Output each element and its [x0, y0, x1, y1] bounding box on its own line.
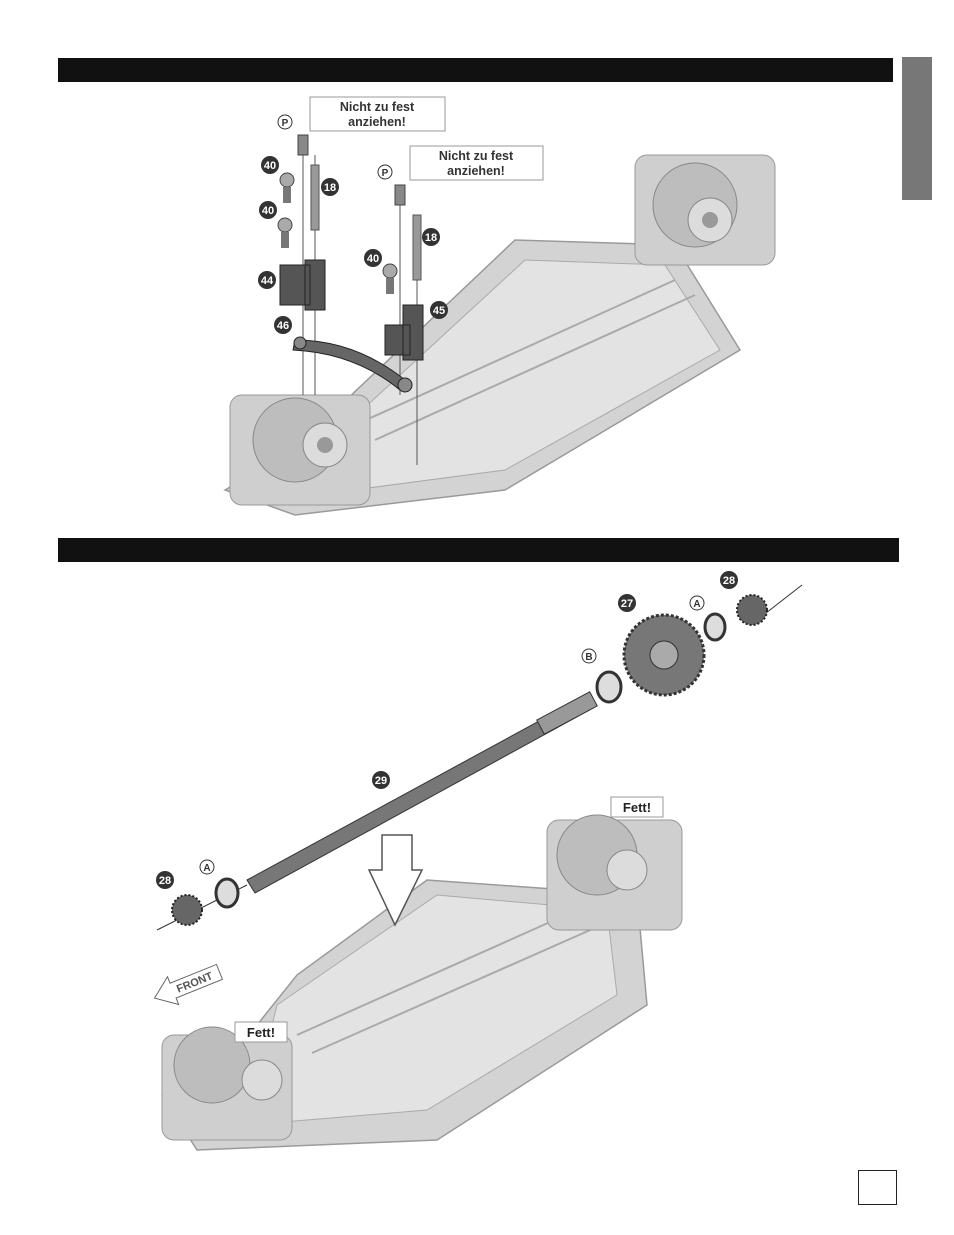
badge-29: 29 [372, 771, 390, 789]
page-number-box [858, 1170, 897, 1205]
section-header-bar-1 [58, 58, 893, 82]
ball-stud-1 [280, 173, 294, 187]
bearing-b [597, 672, 621, 702]
callout-1-line-2: anziehen! [348, 115, 406, 129]
svg-text:28: 28 [159, 875, 171, 887]
badge-45: 45 [430, 301, 448, 319]
badge-a-front: A [200, 860, 214, 874]
svg-text:P: P [282, 118, 289, 129]
ball-stud-2 [278, 218, 292, 232]
step2-drawing: 28 27 A B 29 A 28 Fett! Fett! FRONT [137, 565, 817, 1155]
section-header-bar-2 [58, 538, 899, 562]
post-18-right [413, 215, 421, 280]
badge-44: 44 [258, 271, 276, 289]
screw-p-left [298, 135, 308, 155]
badge-40-3: 40 [364, 249, 382, 267]
badge-18-1: 18 [321, 178, 339, 196]
svg-text:40: 40 [367, 253, 379, 265]
spur-gear-27 [624, 615, 704, 695]
badge-a-rear: A [690, 596, 704, 610]
svg-text:46: 46 [277, 320, 289, 332]
steering-post-44 [280, 260, 325, 310]
badge-28-front: 28 [156, 871, 174, 889]
svg-text:29: 29 [375, 775, 387, 787]
front-gearbox [230, 395, 370, 505]
svg-text:18: 18 [425, 232, 437, 244]
badge-18-2: 18 [422, 228, 440, 246]
pinion-gear-28-front [172, 895, 202, 925]
callout-2: Nicht zu fest anziehen! [410, 146, 543, 180]
step2-illustration: 28 27 A B 29 A 28 Fett! Fett! FRONT [137, 565, 817, 1155]
steering-post-45 [385, 305, 423, 360]
fett-label-rear: Fett! [611, 797, 663, 817]
callout-1: Nicht zu fest anziehen! [310, 97, 445, 131]
badge-p-1: P [278, 115, 292, 129]
post-18-left [311, 165, 319, 230]
svg-text:A: A [693, 599, 700, 610]
screw-p-right [395, 185, 405, 205]
badge-40-2: 40 [259, 201, 277, 219]
front-gearbox-2 [162, 1027, 292, 1140]
svg-text:28: 28 [723, 575, 735, 587]
svg-text:40: 40 [262, 205, 274, 217]
step1-illustration: Nicht zu fest anziehen! Nicht zu fest an… [205, 95, 785, 520]
badge-46: 46 [274, 316, 292, 334]
bearing-a-front [216, 879, 238, 907]
badge-28-rear: 28 [720, 571, 738, 589]
rear-gearbox [635, 155, 775, 265]
badge-b: B [582, 649, 596, 663]
svg-text:45: 45 [433, 305, 445, 317]
ball-stud-3 [383, 264, 397, 278]
front-direction-arrow: FRONT [149, 958, 225, 1012]
svg-text:B: B [585, 652, 592, 663]
svg-text:Fett!: Fett! [623, 800, 651, 815]
svg-text:40: 40 [264, 160, 276, 172]
callout-1-line-1: Nicht zu fest [340, 100, 415, 114]
badge-27: 27 [618, 594, 636, 612]
rear-gearbox-2 [547, 815, 682, 930]
badge-40-1: 40 [261, 156, 279, 174]
svg-text:27: 27 [621, 598, 633, 610]
pinion-gear-28-rear [737, 595, 767, 625]
side-language-tab [902, 57, 932, 200]
svg-text:44: 44 [261, 275, 274, 287]
fett-label-front: Fett! [235, 1022, 287, 1042]
step1-drawing: Nicht zu fest anziehen! Nicht zu fest an… [205, 95, 785, 520]
bearing-a-rear [705, 614, 725, 640]
callout-2-line-1: Nicht zu fest [439, 149, 514, 163]
badge-p-2: P [378, 165, 392, 179]
svg-text:A: A [203, 863, 210, 874]
svg-text:P: P [382, 168, 389, 179]
callout-2-line-2: anziehen! [447, 164, 505, 178]
svg-text:18: 18 [324, 182, 336, 194]
svg-text:Fett!: Fett! [247, 1025, 275, 1040]
